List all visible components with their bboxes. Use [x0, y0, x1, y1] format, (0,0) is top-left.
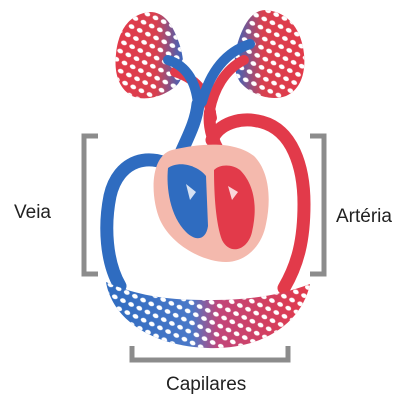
- capillaries-label: Capilares: [166, 374, 246, 396]
- artery-label: Artéria: [336, 206, 392, 228]
- left-lung: [116, 12, 184, 98]
- vein-label: Veia: [14, 202, 51, 224]
- heart: [154, 145, 269, 262]
- right-lung: [235, 10, 305, 98]
- vein-bracket: [84, 136, 98, 274]
- capillaries-bracket: [132, 346, 288, 360]
- artery-bracket: [310, 136, 324, 274]
